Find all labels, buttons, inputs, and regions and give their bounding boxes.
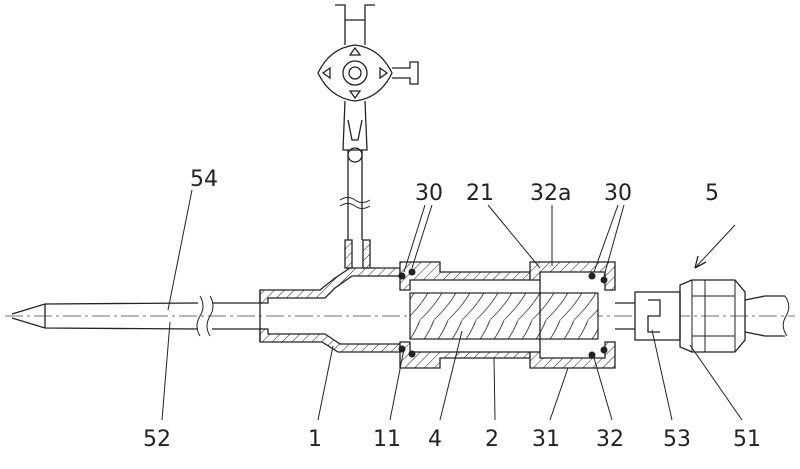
twisted-valve-4 bbox=[409, 292, 599, 340]
stopcock bbox=[317, 4, 419, 163]
label-32a: 32a bbox=[530, 181, 571, 206]
label-31: 31 bbox=[532, 427, 560, 452]
label-11: 11 bbox=[373, 427, 401, 452]
body-1 bbox=[259, 267, 401, 353]
label-53: 53 bbox=[663, 427, 691, 452]
label-51: 51 bbox=[733, 427, 761, 452]
label-52: 52 bbox=[143, 427, 171, 452]
dilator-hub-5 bbox=[615, 279, 790, 353]
label-5: 5 bbox=[705, 181, 719, 206]
label-30-left: 30 bbox=[415, 181, 443, 206]
label-1: 1 bbox=[308, 427, 322, 452]
label-54: 54 bbox=[190, 167, 218, 192]
leader-lines bbox=[161, 189, 743, 421]
label-2: 2 bbox=[485, 427, 499, 452]
side-port bbox=[339, 150, 371, 269]
label-4: 4 bbox=[428, 427, 442, 452]
sheath-tube bbox=[11, 295, 262, 337]
label-32: 32 bbox=[596, 427, 624, 452]
seal-rings-30 bbox=[398, 268, 608, 359]
label-30-right: 30 bbox=[604, 181, 632, 206]
label-21: 21 bbox=[466, 181, 494, 206]
